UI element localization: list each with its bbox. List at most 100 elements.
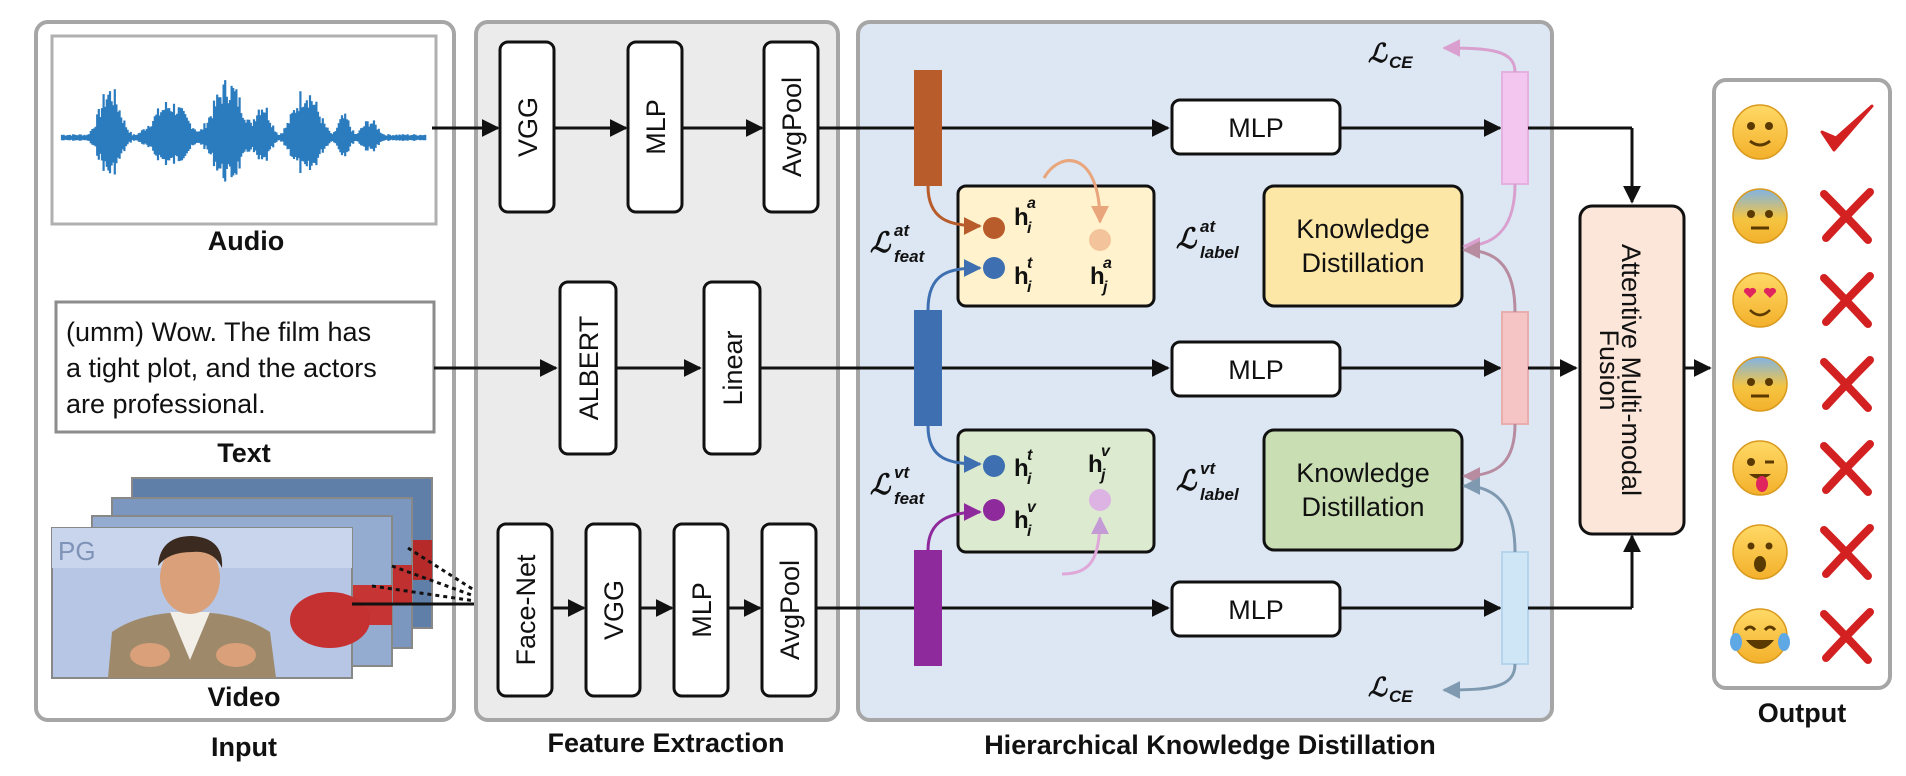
video-avgpool-block (760, 522, 818, 698)
svg-text:h: h (1088, 451, 1103, 478)
fusion-line1: Attentive Multi-modal (1616, 244, 1646, 496)
anxious-emoji (1732, 188, 1788, 244)
loss-feat-at: ℒ at feat (870, 221, 926, 266)
loss-feat-vt: ℒ vt feat (870, 463, 926, 508)
video-mlp-block (672, 522, 730, 698)
loss-ce-sub: CE (1389, 687, 1413, 706)
h-j-v-label: h v j (1088, 443, 1111, 484)
video-avgpool-label: AvgPool (775, 560, 805, 660)
text-mlp-head-label: MLP (1228, 355, 1284, 385)
heart-eyes-emoji (1732, 272, 1788, 328)
svg-text:a: a (1027, 195, 1036, 212)
text-albert-label: ALBERT (574, 316, 604, 421)
h-j-a-label: h a j (1090, 255, 1112, 296)
svg-text:vt: vt (894, 463, 910, 482)
emoji-list (1730, 104, 1874, 664)
h-i-v-node (983, 499, 1005, 521)
fusion-section: Attentive Multi-modal Fusion (1528, 126, 1712, 610)
kd-vt-line2: Distillation (1301, 492, 1424, 522)
cross-mark-icon (1820, 524, 1874, 580)
feature-align-at-box (956, 184, 1156, 308)
cross-mark-icon (1820, 440, 1874, 496)
svg-text:at: at (1200, 217, 1216, 236)
input-section-title: Input (211, 732, 277, 762)
svg-text:PG: PG (58, 536, 96, 566)
tongue-wink-emoji (1732, 440, 1788, 496)
svg-text:vt: vt (1200, 459, 1216, 478)
cross-mark-icon (1820, 188, 1874, 244)
svg-text:h: h (1014, 455, 1029, 482)
audio-waveform (60, 80, 427, 182)
video-label: Video (207, 682, 280, 712)
slight-smile-emoji (1732, 104, 1788, 160)
kd-at-line1: Knowledge (1296, 214, 1430, 244)
svg-text:ℒ: ℒ (1176, 223, 1198, 254)
svg-text:i: i (1027, 279, 1032, 296)
input-section: Audio (umm) Wow. The film has a tight pl… (34, 20, 498, 762)
svg-text:t: t (1027, 255, 1033, 272)
check-mark-icon (1820, 104, 1874, 152)
h-i-t-node-vt (983, 455, 1005, 477)
audio-avgpool-label: AvgPool (777, 77, 807, 177)
loss-label-at: ℒ at label (1176, 217, 1240, 262)
output-title: Output (1758, 698, 1846, 728)
video-facenet-block (496, 522, 554, 698)
text-sample-line-2: a tight plot, and the actors (66, 353, 377, 383)
svg-text:ℒ: ℒ (870, 469, 892, 500)
kd-vt-box (1262, 428, 1464, 552)
video-frames: PG (51, 477, 498, 679)
video-vgg-block (584, 522, 642, 698)
h-i-a-node (983, 217, 1005, 239)
cross-mark-icon (1820, 356, 1874, 412)
output-section: Output (1712, 78, 1892, 728)
loss-label-vt: ℒ vt label (1176, 459, 1240, 504)
kd-at-line2: Distillation (1301, 248, 1424, 278)
tears-of-joy-emoji (1730, 608, 1790, 664)
h-i-t-label-at: h t i (1014, 255, 1033, 296)
audio-mlp-head-label: MLP (1228, 113, 1284, 143)
svg-text:ℒ: ℒ (870, 227, 892, 258)
svg-text:feat: feat (894, 489, 926, 508)
svg-text:ℒ: ℒ (1176, 465, 1198, 496)
fusion-line2: Fusion (1594, 329, 1624, 410)
video-frame-front: PG (51, 527, 370, 679)
h-j-a-node (1089, 229, 1111, 251)
svg-text:h: h (1014, 263, 1029, 290)
h-j-v-node (1089, 489, 1111, 511)
feature-extraction-section: VGG MLP AvgPool ALBERT Linear Face-Net V… (432, 20, 840, 758)
text-linear-label: Linear (718, 330, 748, 405)
h-i-a-label: h a i (1014, 195, 1036, 237)
svg-text:a: a (1103, 255, 1112, 272)
kd-vt-line1: Knowledge (1296, 458, 1430, 488)
h-i-v-label: h v i (1014, 499, 1037, 540)
hkd-section: MLP MLP MLP ℒ CE ℒ CE h a (760, 20, 1554, 760)
text-sample-line-3: are professional. (66, 389, 266, 419)
text-sample-line-1: (umm) Wow. The film has (66, 317, 371, 347)
audio-vgg-label: VGG (513, 97, 543, 157)
feature-align-vt-box (956, 428, 1156, 554)
cross-mark-icon (1820, 272, 1874, 328)
svg-text:v: v (1027, 499, 1037, 516)
svg-text:i: i (1027, 523, 1032, 540)
video-mlp-label: MLP (687, 582, 717, 638)
svg-text:h: h (1014, 204, 1029, 231)
video-logit-bar (1501, 551, 1529, 665)
anxious-emoji-2 (1732, 356, 1788, 412)
audio-feature-bar (914, 70, 942, 186)
svg-text:i: i (1027, 471, 1032, 488)
text-label: Text (217, 438, 271, 468)
loss-ce-sub: CE (1389, 53, 1413, 72)
video-mlp-head-label: MLP (1228, 595, 1284, 625)
loss-symbol: ℒ (1368, 38, 1388, 68)
text-logit-bar (1501, 311, 1529, 425)
svg-text:label: label (1200, 243, 1240, 262)
feature-extraction-panel (474, 20, 840, 722)
svg-text:h: h (1014, 507, 1029, 534)
svg-text:feat: feat (894, 247, 926, 266)
svg-text:h: h (1090, 263, 1105, 290)
svg-text:j: j (1101, 279, 1108, 296)
video-facenet-label: Face-Net (511, 554, 541, 666)
loss-ce-bottom: ℒ CE (1368, 672, 1413, 706)
hkd-title: Hierarchical Knowledge Distillation (984, 730, 1436, 760)
kd-at-box (1262, 184, 1464, 308)
